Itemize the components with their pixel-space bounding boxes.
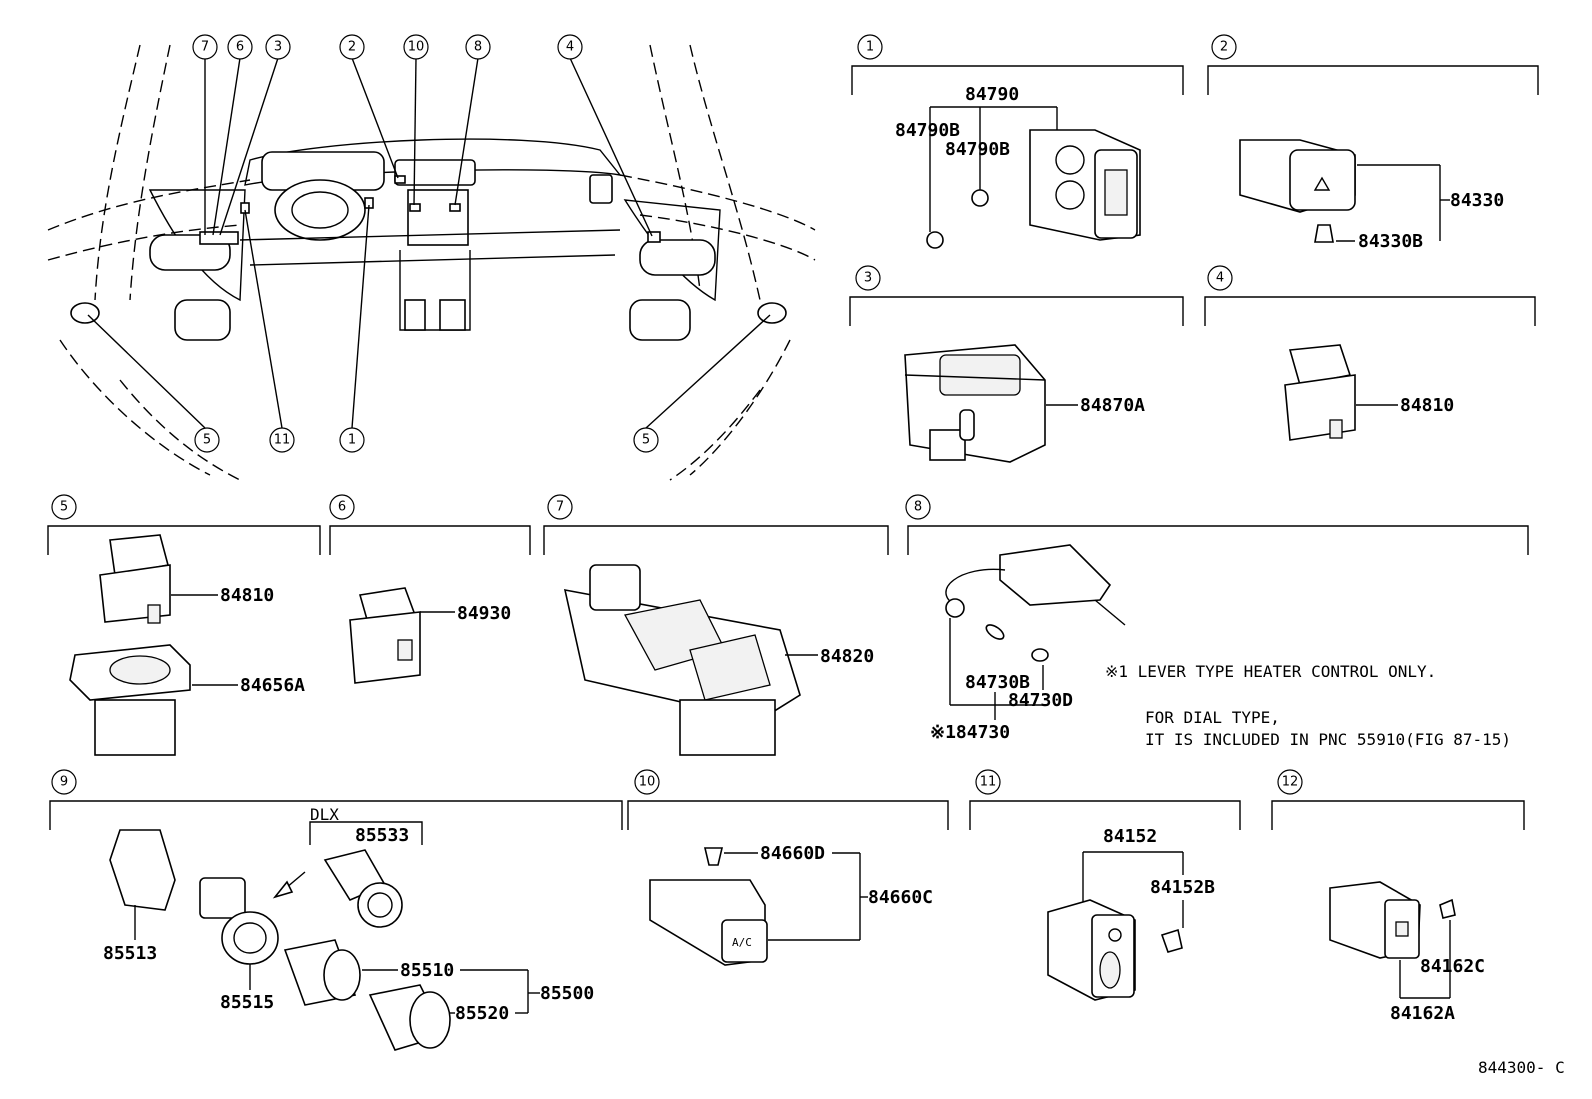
- callout-2: 2: [348, 40, 356, 55]
- part-84790: 84790: [965, 84, 1019, 105]
- part-84810-sec4: 84810: [1400, 395, 1454, 416]
- part-84152B: 84152B: [1150, 877, 1215, 898]
- svg-text:11: 11: [980, 775, 997, 790]
- part-84162C: 84162C: [1420, 956, 1485, 977]
- section-7: 7 84820: [543, 494, 889, 756]
- svg-text:1: 1: [866, 40, 874, 55]
- part-84656A: 84656A: [240, 675, 305, 696]
- svg-text:9: 9: [60, 775, 68, 790]
- part-84730B: 84730B: [965, 672, 1030, 693]
- callout-3: 3: [274, 40, 282, 55]
- section-10: 10 A/C 84660D 84660C: [627, 769, 949, 966]
- section-4: 4 84810: [1204, 265, 1536, 441]
- svg-text:7: 7: [556, 500, 564, 515]
- part-85515: 85515: [220, 992, 274, 1013]
- callout-8: 8: [474, 40, 482, 55]
- svg-text:4: 4: [1216, 271, 1224, 286]
- part-85510: 85510: [400, 960, 454, 981]
- callout-5-right: 5: [642, 433, 650, 448]
- part-84152: 84152: [1103, 826, 1157, 847]
- callout-6: 6: [236, 40, 244, 55]
- part-84810-sec5: 84810: [220, 585, 274, 606]
- ac-switch-label: A/C: [732, 936, 752, 949]
- interior-overview: [47, 44, 816, 481]
- part-84820: 84820: [820, 646, 874, 667]
- overview-callouts: 7 6 3 2 10 8 4 5 11 1 5: [192, 34, 659, 453]
- svg-text:10: 10: [639, 775, 656, 790]
- dial-note-2: IT IS INCLUDED IN PNC 55910(FIG 87-15): [1145, 730, 1511, 749]
- svg-text:6: 6: [338, 500, 346, 515]
- svg-text:8: 8: [914, 500, 922, 515]
- diagram-code: 844300- C: [1478, 1058, 1565, 1077]
- section-3: 3 84870A: [849, 265, 1184, 463]
- callout-11: 11: [274, 433, 291, 448]
- section-11: 11 84152 84152B: [969, 769, 1241, 1001]
- part-84330: 84330: [1450, 190, 1504, 211]
- part-85513: 85513: [103, 943, 157, 964]
- svg-text:12: 12: [1282, 775, 1299, 790]
- part-84730D: 84730D: [1008, 690, 1073, 711]
- part-84730: ※184730: [930, 722, 1010, 743]
- section-12: 12 84162C 84162A: [1271, 769, 1525, 1024]
- svg-text:2: 2: [1220, 40, 1228, 55]
- section-5: 5 84810 84656A: [47, 494, 321, 756]
- section-9: 9 85513 85515 DLX 85533 85510 8: [49, 769, 623, 1051]
- svg-text:5: 5: [60, 500, 68, 515]
- callout-7: 7: [201, 40, 209, 55]
- section-1: 1 84790 84790B 84790B: [851, 34, 1184, 249]
- part-84162A: 84162A: [1390, 1003, 1455, 1024]
- svg-text:3: 3: [864, 271, 872, 286]
- part-84790B-b: 84790B: [945, 139, 1010, 160]
- callout-4: 4: [566, 40, 574, 55]
- part-84930: 84930: [457, 603, 511, 624]
- part-84870A: 84870A: [1080, 395, 1145, 416]
- section-6: 6 84930: [329, 494, 531, 684]
- dlx-label: DLX: [310, 805, 339, 824]
- lever-note: ※1 LEVER TYPE HEATER CONTROL ONLY.: [1105, 662, 1436, 681]
- part-84330B: 84330B: [1358, 231, 1423, 252]
- part-85520: 85520: [455, 1003, 509, 1024]
- callout-5-left: 5: [203, 433, 211, 448]
- callout-10: 10: [408, 40, 425, 55]
- part-84790B-a: 84790B: [895, 120, 960, 141]
- part-84660C: 84660C: [868, 887, 933, 908]
- section-2: 2 84330 84330B: [1207, 34, 1539, 252]
- callout-1: 1: [348, 433, 356, 448]
- part-84660D: 84660D: [760, 843, 825, 864]
- dial-note-1: FOR DIAL TYPE,: [1145, 708, 1280, 727]
- part-85500: 85500: [540, 983, 594, 1004]
- overview-leaders: [87, 57, 771, 429]
- section-8: 8 84730B 84730D ※184730 ※1 LEVER TYPE HE…: [905, 494, 1529, 749]
- part-85533: 85533: [355, 825, 409, 846]
